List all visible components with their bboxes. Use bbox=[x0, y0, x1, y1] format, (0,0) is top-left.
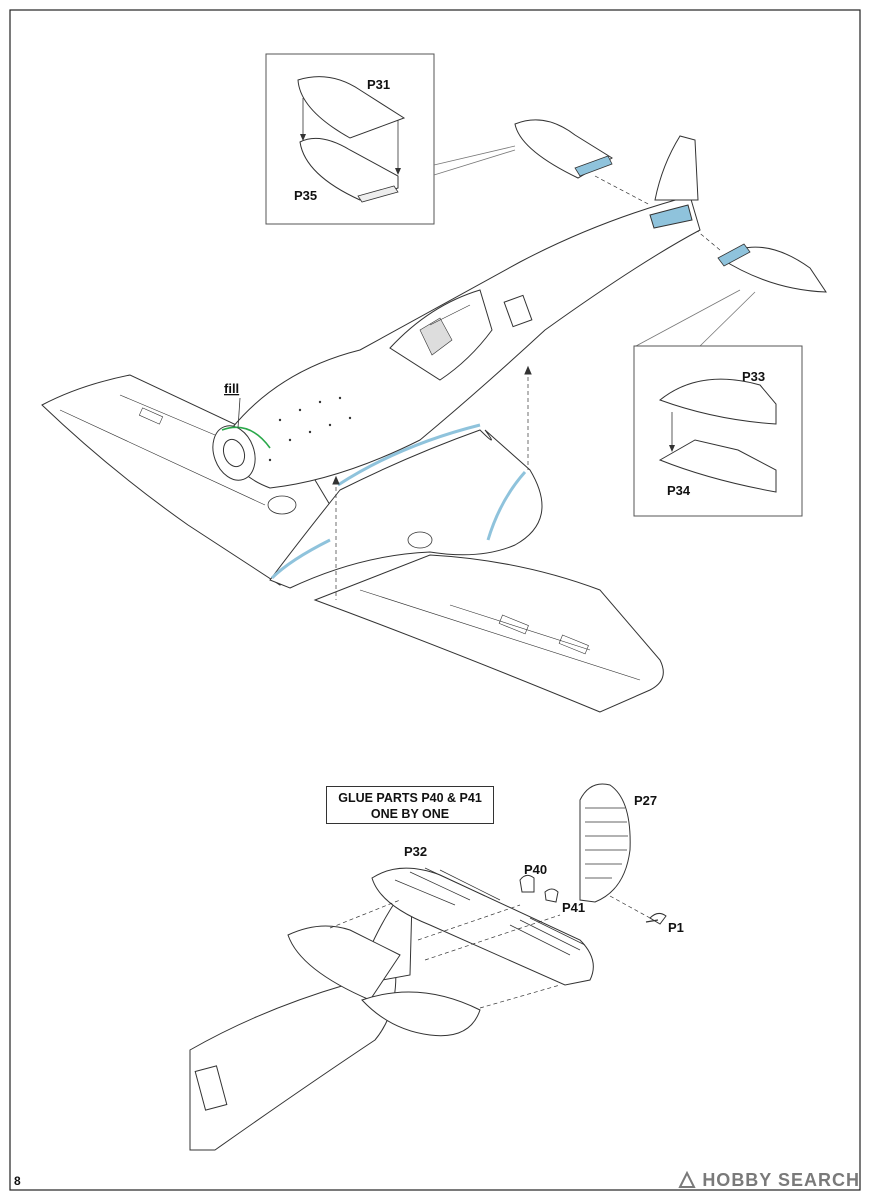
rudder-p27 bbox=[579, 783, 631, 903]
elevator-p32 bbox=[371, 867, 594, 986]
label-p33: P33 bbox=[742, 369, 765, 384]
right-wing bbox=[313, 554, 664, 713]
belly-seam-highlight bbox=[337, 423, 481, 487]
hobby-search-logo-icon bbox=[678, 1171, 696, 1188]
watermark-text: HOBBY SEARCH bbox=[702, 1170, 860, 1190]
label-p34: P34 bbox=[667, 483, 691, 498]
label-p27: P27 bbox=[634, 793, 657, 808]
glue-instruction-note: GLUE PARTS P40 & P41 ONE BY ONE bbox=[326, 786, 494, 824]
label-p31: P31 bbox=[367, 77, 390, 92]
inset-box-right: P33 P34 bbox=[633, 345, 803, 517]
note-line-1: GLUE PARTS P40 & P41 bbox=[338, 791, 482, 805]
label-fill: fill bbox=[224, 381, 239, 396]
part-p41 bbox=[544, 888, 559, 903]
right-stabilizer bbox=[361, 991, 481, 1037]
fairing-p33-detached bbox=[689, 224, 827, 293]
part-p40 bbox=[519, 874, 535, 893]
aircraft-main bbox=[41, 135, 701, 713]
label-p1: P1 bbox=[668, 920, 684, 935]
tail-assembly bbox=[189, 783, 667, 1151]
fairing-p31-detached bbox=[514, 119, 651, 206]
note-line-2: ONE BY ONE bbox=[370, 807, 450, 821]
label-p41: P41 bbox=[562, 900, 585, 915]
label-p40: P40 bbox=[524, 862, 547, 877]
watermark: HOBBY SEARCH bbox=[678, 1170, 860, 1191]
label-p32: P32 bbox=[404, 844, 427, 859]
left-wing bbox=[41, 374, 331, 586]
tail-fin bbox=[654, 135, 699, 201]
inset-box-top-left: P31 P35 bbox=[265, 53, 435, 225]
label-p35: P35 bbox=[294, 188, 317, 203]
page-number: 8 bbox=[14, 1174, 21, 1188]
part-p1 bbox=[649, 912, 667, 925]
page-border bbox=[9, 9, 861, 1191]
fill-mark bbox=[221, 426, 271, 449]
